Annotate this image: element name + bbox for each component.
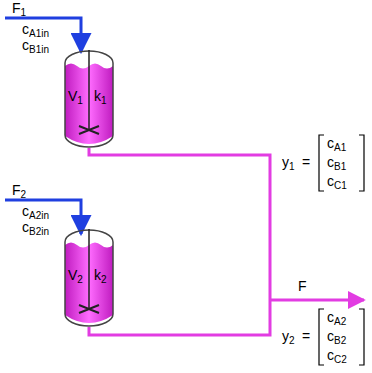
matrix-bracket bbox=[359, 309, 364, 365]
rate-constant-label: k1 bbox=[94, 88, 107, 106]
equals-sign: = bbox=[302, 328, 310, 344]
concentration-label: cA2in bbox=[22, 203, 49, 221]
reactor-tank: V2 k2 bbox=[64, 229, 114, 327]
reactor-tank: V1 k1 bbox=[64, 50, 114, 148]
matrix-bracket bbox=[359, 135, 364, 191]
matrix-entry: cA2 bbox=[327, 309, 346, 327]
stream-label: F1 bbox=[12, 0, 26, 18]
concentration-label: cA1in bbox=[22, 21, 49, 39]
matrix-entry: cB1 bbox=[327, 154, 346, 172]
product-stream bbox=[270, 299, 364, 302]
outlet-pipe bbox=[89, 148, 270, 335]
equals-sign: = bbox=[302, 154, 310, 170]
matrix-entry: cB2 bbox=[327, 328, 346, 346]
vessel-wall bbox=[65, 230, 113, 326]
stirrer-shaft bbox=[88, 50, 90, 130]
output-label: y1 bbox=[282, 154, 295, 172]
matrix-bracket bbox=[319, 135, 324, 191]
concentration-label: cB1in bbox=[22, 37, 49, 55]
stream-label: F2 bbox=[12, 182, 26, 200]
concentration-label: cB2in bbox=[22, 219, 49, 237]
volume-label: V1 bbox=[68, 88, 83, 106]
matrix-entry: cA1 bbox=[327, 135, 346, 153]
matrix-bracket bbox=[319, 309, 324, 365]
volume-label: V2 bbox=[68, 267, 83, 285]
rate-constant-label: k2 bbox=[94, 267, 107, 285]
matrix-entry: cC1 bbox=[327, 173, 347, 191]
stream-label: F bbox=[298, 278, 307, 294]
vessel-wall bbox=[65, 51, 113, 147]
stirrer-shaft bbox=[88, 229, 90, 309]
output-label: y2 bbox=[282, 328, 295, 346]
impeller bbox=[79, 126, 99, 134]
matrix-entry: cC2 bbox=[327, 347, 347, 365]
impeller bbox=[79, 305, 99, 313]
